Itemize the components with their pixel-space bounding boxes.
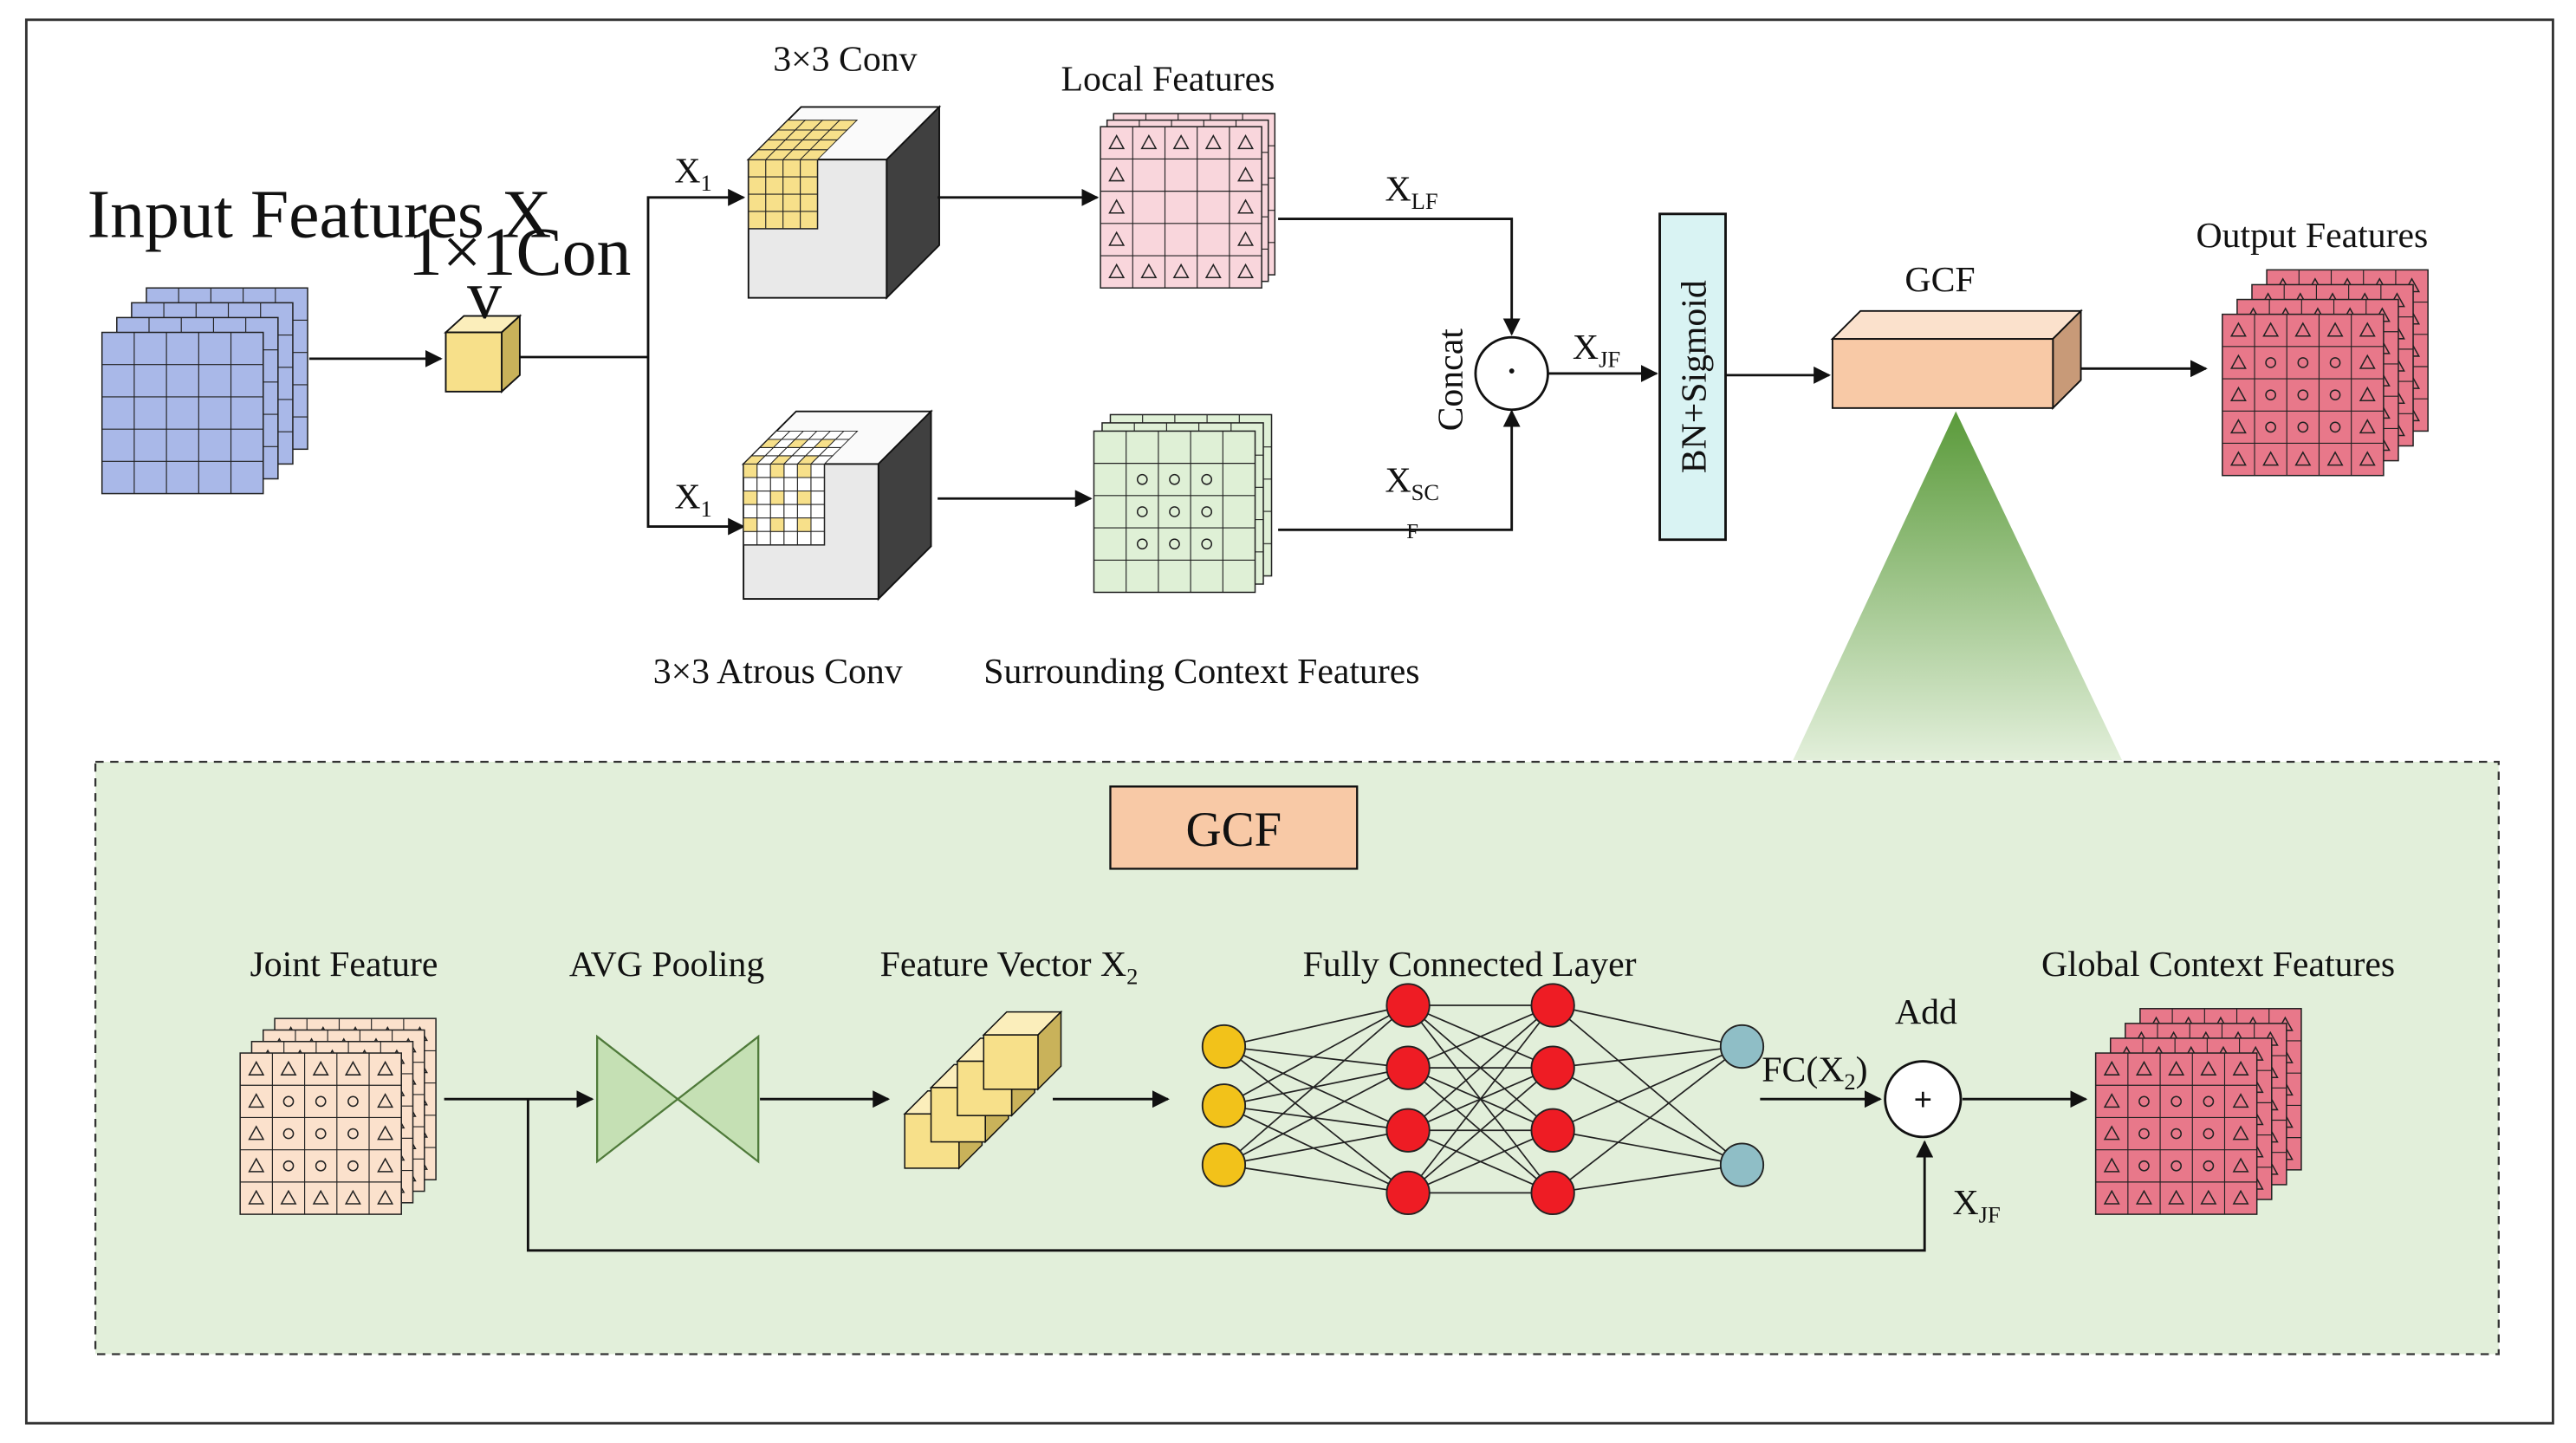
add-symbol: + [1913, 1082, 1932, 1118]
fc-connections [1223, 1004, 1743, 1194]
surrounding-context-stack [1093, 413, 1273, 594]
output-sheet-layer-1 [2222, 313, 2385, 477]
conv3x3-kernel-top [747, 120, 859, 160]
fc-layer-label: Fully Connected Layer [1303, 945, 1637, 985]
output-features-stack [2222, 269, 2429, 477]
arrow-to-atrous [646, 356, 746, 536]
gcf-title: GCF [1185, 803, 1282, 857]
surround-sheet-layer-1 [1093, 430, 1256, 594]
concat-label: Concat [1431, 328, 1471, 432]
gcf-top-label: GCF [1904, 260, 1975, 300]
conv3x3-label: 3×3 Conv [773, 40, 917, 80]
feature-vector-label: Feature Vector X2 [880, 945, 1139, 989]
plus-circle-icon [1884, 1060, 1963, 1139]
arrow-to-conv3x3 [646, 188, 746, 357]
gcf-title-box [1109, 785, 1359, 870]
zoom-spotlight [1793, 411, 2123, 761]
skip-connection-xjf [526, 1099, 1934, 1252]
atrous-conv-cube [741, 409, 933, 601]
x1-bottom-label: X1 [674, 478, 711, 522]
bn-sigmoid-box [1658, 212, 1727, 542]
xscf-label: XSC [1385, 461, 1440, 505]
local-features-stack [1100, 113, 1276, 289]
x1-top-label: X1 [674, 152, 711, 196]
fully-connected-network [1201, 983, 1765, 1216]
input-neuron-1 [1201, 1024, 1247, 1069]
local-sheet-layer-1 [1100, 126, 1262, 289]
gcf-block [1830, 309, 2083, 411]
concat-symbol: · [1504, 347, 1518, 394]
hidden1-neuron-3 [1385, 1108, 1431, 1153]
xscf-label-cont: F [1406, 520, 1418, 543]
xjf-top-label: XJF [1573, 328, 1620, 372]
vector-cube-4 [982, 1010, 1063, 1091]
xjf-skip-label: XJF [1952, 1183, 2000, 1227]
hidden2-neuron-4 [1530, 1170, 1575, 1216]
hidden2-neuron-2 [1530, 1045, 1575, 1090]
hidden2-neuron-1 [1530, 983, 1575, 1028]
joint-feature-stack [239, 1017, 437, 1215]
hidden1-neuron-1 [1385, 983, 1431, 1028]
surrounding-context-label: Surrounding Context Features [983, 652, 1419, 692]
joint-sheet-layer-1 [239, 1052, 402, 1215]
fc-output-label: FC(X2) [1762, 1050, 1867, 1094]
hidden1-neuron-4 [1385, 1170, 1431, 1216]
conv1x1-label-cont: v [467, 257, 502, 333]
conv1x1-cube [444, 314, 522, 394]
global-context-label: Global Context Features [2041, 945, 2395, 985]
input-sheet-layer-1 [101, 331, 264, 495]
input-features-stack [101, 287, 308, 495]
conv3x3-kernel-front [748, 159, 819, 230]
xlf-label: XLF [1385, 170, 1438, 214]
hidden2-neuron-3 [1530, 1108, 1575, 1153]
atrous-kernel-front [743, 463, 826, 546]
arrow-xscf-to-concat [1278, 409, 1521, 531]
output-features-label: Output Features [2196, 216, 2428, 256]
avg-pooling-label: AVG Pooling [569, 945, 765, 985]
joint-feature-label: Joint Feature [250, 945, 438, 985]
add-label: Add [1895, 992, 1957, 1032]
local-features-label: Local Features [1061, 59, 1275, 99]
output-neuron-2 [1719, 1142, 1765, 1187]
global-sheet-layer-1 [2094, 1052, 2258, 1215]
global-context-stack [2094, 1008, 2302, 1215]
input-neuron-3 [1201, 1142, 1247, 1187]
input-features-label: Input Features X [88, 176, 552, 252]
atrous-conv-label: 3×3 Atrous Conv [653, 652, 903, 692]
bowtie-icon [596, 1034, 760, 1164]
conv3x3-cube [746, 105, 942, 300]
bn-sigmoid-label: BN+Sigmoid [1675, 280, 1715, 473]
hidden1-neuron-2 [1385, 1045, 1431, 1090]
atrous-kernel-top [742, 430, 859, 465]
input-neuron-2 [1201, 1083, 1247, 1128]
arrow-xlf-to-concat [1278, 218, 1521, 336]
output-neuron-1 [1719, 1024, 1765, 1069]
conv1x1-label: 1×1Con [408, 214, 632, 290]
feature-vector [903, 1010, 1063, 1170]
